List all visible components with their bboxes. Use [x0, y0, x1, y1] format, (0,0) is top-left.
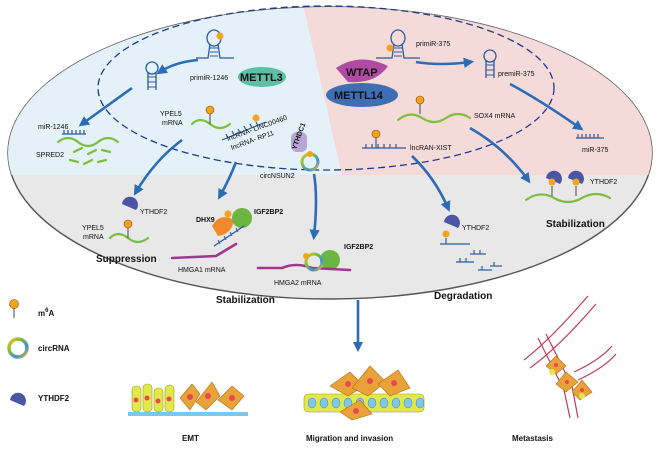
m6a-xist: [371, 129, 381, 139]
mettl3-label: METTL3: [240, 72, 283, 84]
spred2-mrna: [56, 136, 120, 148]
primir1246-hairpin: [196, 29, 234, 59]
circnsun2-label: circNSUN2: [260, 173, 295, 180]
hmga1-mrna: [170, 225, 245, 260]
small-hairpin-left: [145, 61, 159, 90]
igf2bp2-b-label: IGF2BP2: [344, 244, 373, 251]
wtap-label: WTAP: [346, 67, 378, 79]
ypel5-mrna2-label-2: mRNA: [83, 234, 104, 241]
arrow-sox4-to-stabilization: [469, 126, 531, 184]
mir1246-strand: [62, 130, 86, 135]
arrow-to-mir1246: [78, 86, 133, 127]
hmga2-label: HMGA2 mRNA: [274, 280, 322, 287]
suppression-label: Suppression: [96, 254, 157, 265]
legend-m6a-icon: [9, 299, 19, 318]
hmga1-label: HMGA1 mRNA: [178, 267, 226, 274]
primir1246-label: primiR-1246: [190, 75, 228, 82]
migration-label: Migration and invasion: [306, 434, 393, 443]
mettl14-label: METTL14: [334, 90, 384, 102]
legend-ythdf2-label: YTHDF2: [38, 394, 70, 403]
ypel5-mrna-bottom: [108, 219, 150, 244]
m6a-lncrna: [252, 114, 260, 122]
xist-label: lncRAN-XIST: [410, 145, 452, 152]
primir375-label: primiR-375: [416, 41, 450, 48]
legend-m6a-label: m6A: [38, 308, 54, 318]
mir1246-label: miR-1246: [38, 124, 68, 131]
arrow-xist-to-degradation: [411, 155, 451, 212]
legend-circrna-icon: [7, 337, 29, 359]
ythdf2-bottom-left: [122, 196, 138, 210]
mir375-label: miR-375: [582, 147, 609, 154]
ypel5-mrna-label-2: mRNA: [162, 120, 183, 127]
migration-illustration: [303, 365, 425, 421]
ythdf2-a-label: YTHDF2: [140, 209, 167, 216]
sox4-mrna-stabilized: [524, 178, 612, 204]
ythdf2-b-label: YTHDF2: [590, 179, 617, 186]
ythdf2-right-2: [568, 170, 584, 184]
legend-circrna-label: circRNA: [38, 344, 70, 353]
wtap-protein: [336, 59, 388, 83]
nucleus-dashed-ellipse: [97, 5, 555, 171]
metastasis-label: Metastasis: [512, 434, 553, 443]
arrow-circnsun2-down: [309, 173, 320, 241]
ythdf2-right-1: [546, 170, 562, 184]
m6a-degradation: [442, 230, 450, 238]
ythdf2-degradation: [444, 214, 460, 228]
ythdf2-c-label: YTHDF2: [462, 225, 489, 232]
hmga2-mrna: [256, 252, 352, 272]
premir375-hairpin: [483, 49, 497, 78]
dhx9-protein: [212, 217, 234, 236]
m6a-hmga1: [224, 210, 232, 218]
degraded-strands: [440, 238, 502, 271]
ythdc1-protein: [291, 132, 307, 152]
premir375-label: premiR-375: [498, 71, 535, 78]
sox4-mrna: [396, 95, 472, 124]
arrow-primir1246-to-hairpin: [156, 58, 199, 75]
sox4-label: SOX4 mRNA: [474, 113, 516, 120]
metastasis-illustration: [523, 295, 617, 419]
arrow-primir375-to-premir375: [415, 57, 475, 68]
lncrna-strand: [221, 121, 267, 141]
stabilization-right-label: Stabilization: [546, 219, 605, 230]
igf2bp2-protein-b: [320, 250, 340, 270]
spred2-fragments: [68, 146, 112, 166]
legend-ythdf2-icon: [10, 392, 26, 406]
dhx9-label: DHX9: [196, 217, 215, 224]
mettl14-protein: [326, 83, 398, 107]
primir375-hairpin: [376, 29, 420, 59]
igf2bp2-a-label: IGF2BP2: [254, 209, 283, 216]
arrow-ypel5-to-suppression: [133, 138, 183, 196]
circnsun2-ring: [300, 151, 320, 172]
spred2-label: SPRED2: [36, 152, 64, 159]
mir375-strand: [576, 134, 604, 139]
degradation-label: Degradation: [434, 291, 492, 302]
emt-illustration: [128, 381, 248, 416]
mettl3-protein: [238, 67, 286, 87]
stabilization-left-label: Stabilization: [216, 295, 275, 306]
xist-strand: [362, 138, 406, 149]
arrow-premir375-to-mir375: [509, 82, 584, 131]
ypel5-mrna-top: [190, 105, 232, 130]
igf2bp2-protein-a: [232, 208, 252, 228]
ypel5-mrna2-label-1: YPEL5: [82, 225, 104, 232]
emt-label: EMT: [182, 434, 199, 443]
arrow-lncrna-to-dhx9: [217, 161, 238, 200]
ypel5-mrna-label-1: YPEL5: [160, 111, 182, 118]
